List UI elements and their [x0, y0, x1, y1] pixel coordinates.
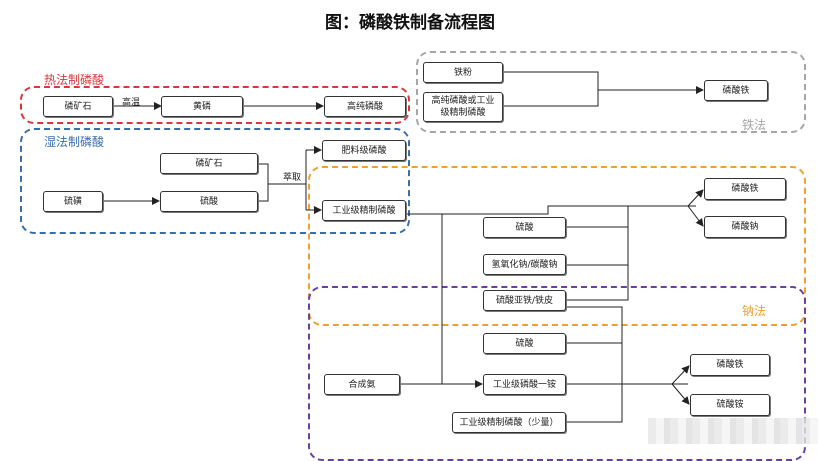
- node-iron-phosphate-ammonium: 磷酸铁: [690, 354, 770, 376]
- node-sodium-phosphate: 磷酸钠: [704, 216, 786, 238]
- node-iron-phosphate-iron-method: 磷酸铁: [704, 80, 768, 101]
- edge-label-extraction: 萃取: [283, 173, 302, 183]
- node-naoh-na2co3: 氢氧化钠/碳酸钠: [483, 254, 566, 275]
- flow-connectors: [103, 71, 704, 423]
- edge-label-high-temp: 高温: [122, 98, 141, 108]
- region-wet: [20, 128, 410, 234]
- node-phosphate-rock-thermal: 磷矿石: [43, 96, 113, 117]
- node-industrial-map: 工业级磷酸一铵: [483, 374, 566, 395]
- region-iron: [416, 51, 806, 133]
- node-sulfuric-acid-ammonium: 硫酸: [483, 333, 566, 354]
- region-thermal: [20, 86, 410, 124]
- blurred-watermark: [648, 418, 818, 444]
- region-wet-label: 湿法制磷酸: [44, 135, 105, 149]
- node-high-purity-phosphoric-acid: 高纯磷酸: [324, 96, 406, 117]
- node-iron-phosphate-sodium: 磷酸铁: [704, 178, 786, 200]
- node-sulfuric-acid-wet: 硫酸: [160, 191, 258, 212]
- node-phosphate-rock-wet: 磷矿石: [160, 153, 258, 174]
- node-ferrous-sulfate: 硫酸亚铁/铁皮: [483, 290, 566, 311]
- node-industrial-refined-acid: 工业级精制磷酸: [322, 200, 406, 221]
- node-sulfur: 硫磺: [43, 191, 103, 212]
- node-industrial-refined-small: 工业级精制磷酸（少量）: [452, 412, 566, 433]
- node-high-purity-or-industrial-acid: 高纯磷酸或工业级精制磷酸: [423, 92, 503, 122]
- node-synthetic-ammonia: 合成氨: [324, 374, 400, 395]
- node-ammonium-sulfate: 硫酸铵: [690, 394, 770, 416]
- node-iron-powder: 铁粉: [423, 62, 503, 83]
- region-thermal-label: 热法制磷酸: [44, 73, 105, 87]
- node-fertilizer-grade-acid: 肥料级磷酸: [322, 140, 406, 161]
- region-sodium: [308, 166, 806, 326]
- region-iron-label: 铁法: [742, 118, 767, 132]
- diagram-title: 图：磷酸铁制备流程图: [325, 13, 495, 33]
- node-yellow-phosphorus: 黄磷: [161, 96, 243, 117]
- node-sulfuric-acid-sodium: 硫酸: [483, 217, 566, 238]
- region-sodium-label: 钠法: [742, 304, 767, 318]
